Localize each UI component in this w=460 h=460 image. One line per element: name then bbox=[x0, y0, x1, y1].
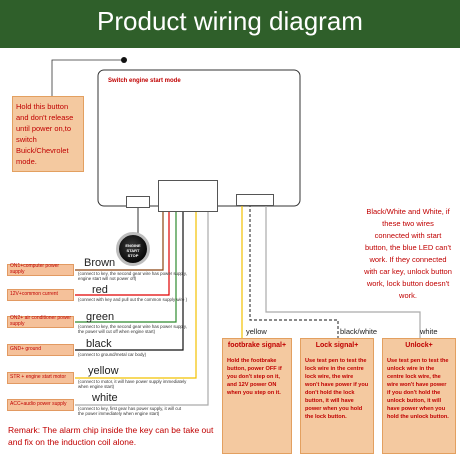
color-name-yellow: yellow bbox=[88, 365, 119, 377]
unlock-box: Unlock+ Use test pen to test the unlock … bbox=[382, 338, 456, 454]
wire-green bbox=[75, 190, 177, 323]
wire-lock-black-white bbox=[249, 204, 339, 340]
wire-red bbox=[75, 190, 170, 296]
wire-brown bbox=[75, 190, 164, 271]
lock-box: Lock signal+ Use test pen to test the lo… bbox=[300, 338, 374, 454]
remark-note: Remark: The alarm chip inside the key ca… bbox=[8, 425, 214, 447]
unlock-title: Unlock+ bbox=[405, 342, 433, 349]
wire-yellow bbox=[75, 190, 197, 379]
wire-label-white: ACC+audio power supply bbox=[7, 399, 74, 411]
lock-title: Lock signal+ bbox=[315, 342, 359, 349]
start-stop-button: ENGINE START STOP bbox=[116, 232, 150, 266]
label-black-white-wire: black/white bbox=[340, 327, 378, 336]
wire-desc-green: (connect to key, the second gear wire ha… bbox=[78, 324, 187, 334]
led-side-note: Black/White and White, if these two wire… bbox=[364, 207, 452, 300]
wire-desc-black: (connect to ground/metal car body) bbox=[78, 352, 147, 357]
footbrake-text: Hold the footbrake button, power OFF if … bbox=[227, 358, 282, 396]
color-name-black: black bbox=[86, 338, 112, 350]
wire-black bbox=[75, 190, 184, 351]
note-pointer-dot bbox=[121, 57, 127, 63]
header-bar: Product wiring diagram bbox=[0, 0, 460, 48]
color-name-brown: Brown bbox=[84, 257, 116, 269]
wire-desc-yellow: (connect to motor, it will have power su… bbox=[78, 379, 187, 389]
wire-label-green: ON2+ air conditioner power supply bbox=[7, 316, 74, 328]
note-pointer-line bbox=[51, 59, 122, 96]
wire-white bbox=[75, 190, 209, 406]
main-connector bbox=[158, 180, 218, 212]
wire-label-black: GND+ ground bbox=[7, 344, 74, 356]
wire-label-brown: ON1+computer power supply bbox=[7, 264, 74, 276]
label-yellow-wire: yellow bbox=[246, 327, 267, 336]
color-name-white: white bbox=[92, 392, 118, 404]
color-name-green: green bbox=[86, 311, 115, 323]
start-button-line1: ENGINE bbox=[125, 243, 141, 248]
lock-text: Use test pen to test the lock wire in th… bbox=[305, 358, 369, 420]
signal-connector bbox=[236, 194, 274, 206]
wire-desc-white: (connect to key, first gear has power su… bbox=[78, 406, 182, 416]
module-label: Switch engine start mode bbox=[108, 78, 181, 84]
footbrake-box: footbrake signal+ Hold the footbrake but… bbox=[222, 338, 292, 454]
wire-unlock-white bbox=[265, 204, 421, 340]
start-button-line2: START bbox=[126, 248, 140, 253]
wire-desc-brown: (connect to key, the second gear wire ha… bbox=[78, 271, 187, 281]
start-button-line3: STOP bbox=[127, 253, 139, 258]
wire-label-yellow: STR + engine start motor bbox=[7, 372, 74, 384]
wire-desc-red: (connect with key and pull out the commo… bbox=[78, 297, 188, 302]
color-name-red: red bbox=[92, 284, 108, 296]
button-connector bbox=[126, 196, 150, 208]
footbrake-title: footbrake signal+ bbox=[227, 342, 287, 349]
label-white-wire: white bbox=[420, 327, 438, 336]
diagram-title: Product wiring diagram bbox=[97, 6, 363, 36]
unlock-text: Use test pen to test the unlock wire in … bbox=[387, 358, 449, 420]
wire-label-red: 12V+common current bbox=[7, 289, 74, 301]
hold-button-note: Hold this button and don't release until… bbox=[12, 96, 84, 172]
